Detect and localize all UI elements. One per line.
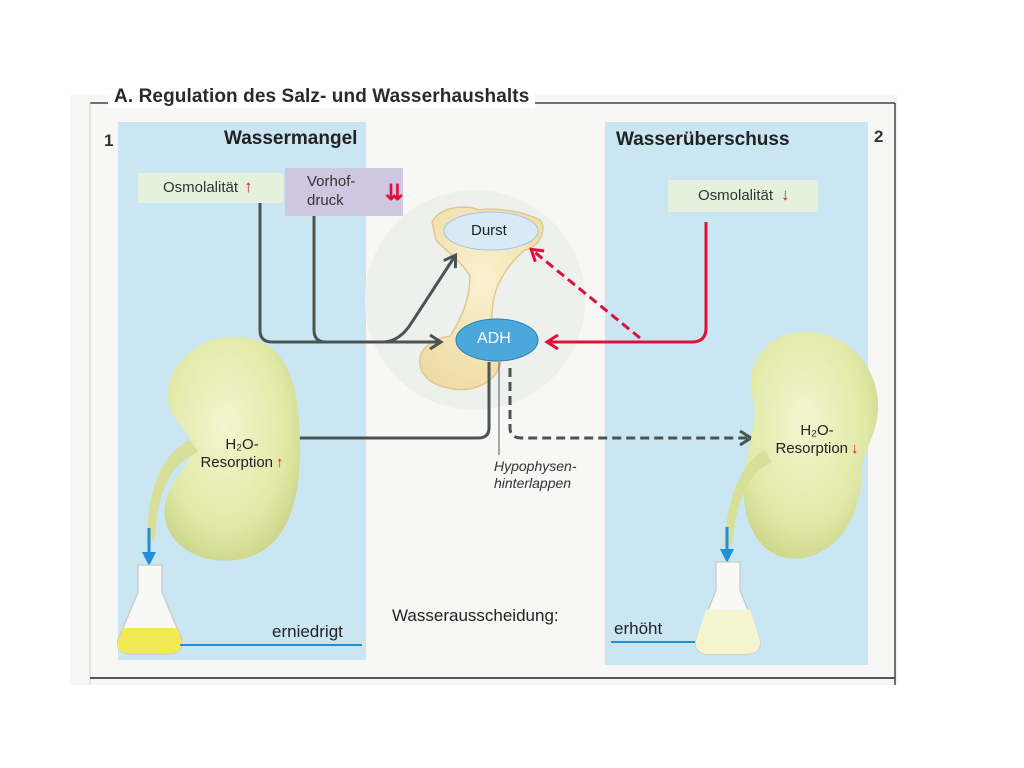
osmolality-right-text: Osmolalität <box>698 186 774 204</box>
down-arrow-icon: ↓ <box>781 185 790 204</box>
ureter-left <box>147 440 198 540</box>
resorption-right: H₂O- Resorption↓ <box>763 422 871 458</box>
double-down-arrow-icon: ⇊ <box>385 180 404 205</box>
erhoeht-label: erhöht <box>614 619 663 638</box>
arrow-to-durst <box>381 256 455 344</box>
hypophysen-line1: Hypophysen- <box>494 458 577 474</box>
vorhof-label: Vorhof- druck <box>307 172 355 210</box>
durst-ellipse <box>443 211 539 251</box>
kidney-left <box>164 336 300 561</box>
up-arrow-icon: ↑ <box>276 454 284 471</box>
panel-title-left: Wassermangel <box>224 128 358 149</box>
section-heading: A. Regulation des Salz- und Wasserhausha… <box>108 86 536 108</box>
arrow-red-to-adh <box>548 222 708 342</box>
resorption-left-line2: Resorption <box>200 454 274 471</box>
vorhof-line1: Vorhof- <box>307 173 356 190</box>
down-arrow-icon: ↓ <box>851 440 859 457</box>
adh-label: ADH <box>477 330 511 347</box>
vorhof-box <box>285 168 403 216</box>
panel-number-right: 2 <box>874 127 884 146</box>
kidney-right <box>743 331 879 559</box>
arrow-adh-to-left-kidney <box>285 362 491 438</box>
osmolality-left-box <box>138 173 283 203</box>
durst-label: Durst <box>471 222 507 239</box>
resorption-right-line1: H₂O- <box>800 422 834 439</box>
resorption-left-line1: H₂O- <box>225 436 259 453</box>
vorhof-line2: druck <box>307 192 344 209</box>
panel-number-left: 1 <box>104 131 114 150</box>
osmolality-right-box <box>668 180 818 212</box>
hypophysen-line2: hinterlappen <box>494 475 572 491</box>
up-arrow-icon: ↑ <box>244 177 253 196</box>
osmolality-left-text: Osmolalität <box>163 178 239 196</box>
wasserausscheidung-label: Wasserausscheidung: <box>392 606 559 625</box>
resorption-left: H₂O- Resorption↑ <box>188 436 296 472</box>
arrow-adh-to-right-kidney <box>508 368 750 438</box>
arrow-red-dashed-to-durst <box>532 250 641 340</box>
section-letter: A. <box>114 86 134 107</box>
ureter-right <box>724 450 772 545</box>
adh-ellipse <box>455 318 539 362</box>
arrow-osmolality-to-adh <box>258 203 440 342</box>
resorption-right-line2: Resorption <box>775 440 849 457</box>
osmolality-left-label: Osmolalität ↑ <box>163 177 253 197</box>
arrow-vorhof-to-adh <box>312 216 327 344</box>
osmolality-right-label: Osmolalität ↓ <box>698 185 790 205</box>
section-title: Regulation des Salz- und Wasserhaushalts <box>138 86 530 107</box>
panel-title-right: Wasserüberschuss <box>616 129 790 150</box>
erniedrigt-label: erniedrigt <box>272 622 343 641</box>
hypophysen-label: Hypophysen- hinterlappen <box>494 458 577 492</box>
